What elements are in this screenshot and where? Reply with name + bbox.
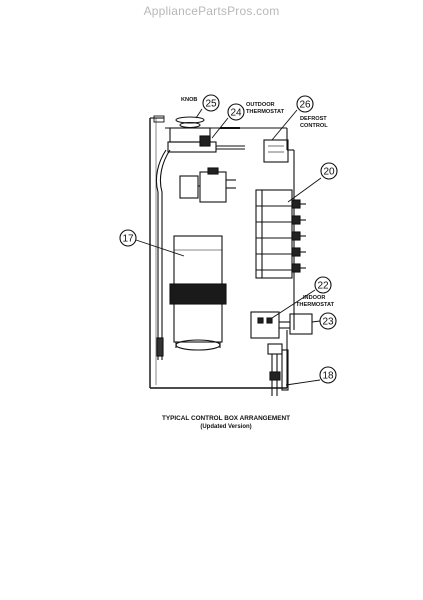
control-box-outline [149,115,295,389]
relay-block [179,167,236,203]
outdoor-thermostat [167,116,245,153]
callout-24: 24 [230,108,242,119]
defrost-control [263,139,289,163]
callout-25: 25 [205,99,217,110]
label-indoor-thermostat-2: THERMOSTAT [296,302,335,308]
caption-subtitle: (Updated Version) [200,424,251,430]
callout-23: 23 [322,317,334,328]
capillary-tube [155,149,171,360]
callout-circles [119,94,338,384]
label-outdoor-thermostat-1: OUTDOOR [246,102,275,108]
label-defrost-control-2: CONTROL [300,123,328,129]
caption-title: TYPICAL CONTROL BOX ARRANGEMENT [162,415,290,422]
label-indoor-thermostat-1: INDOOR [303,295,325,301]
callout-22: 22 [317,281,329,292]
transformer [169,235,227,351]
terminal-strip [255,189,306,279]
callout-18: 18 [322,371,334,382]
callout-20: 20 [323,167,335,178]
label-defrost-control-1: DEFROST [300,116,327,122]
callout-17: 17 [122,234,134,245]
label-knob: KNOB [181,97,197,103]
indoor-thermostat [250,311,313,339]
callout-26: 26 [299,100,311,111]
label-outdoor-thermostat-2: THERMOSTAT [246,109,285,115]
sensor-tube [267,343,289,396]
leader-lines [135,108,322,386]
watermark: AppliancePartsPros.com [143,4,280,18]
